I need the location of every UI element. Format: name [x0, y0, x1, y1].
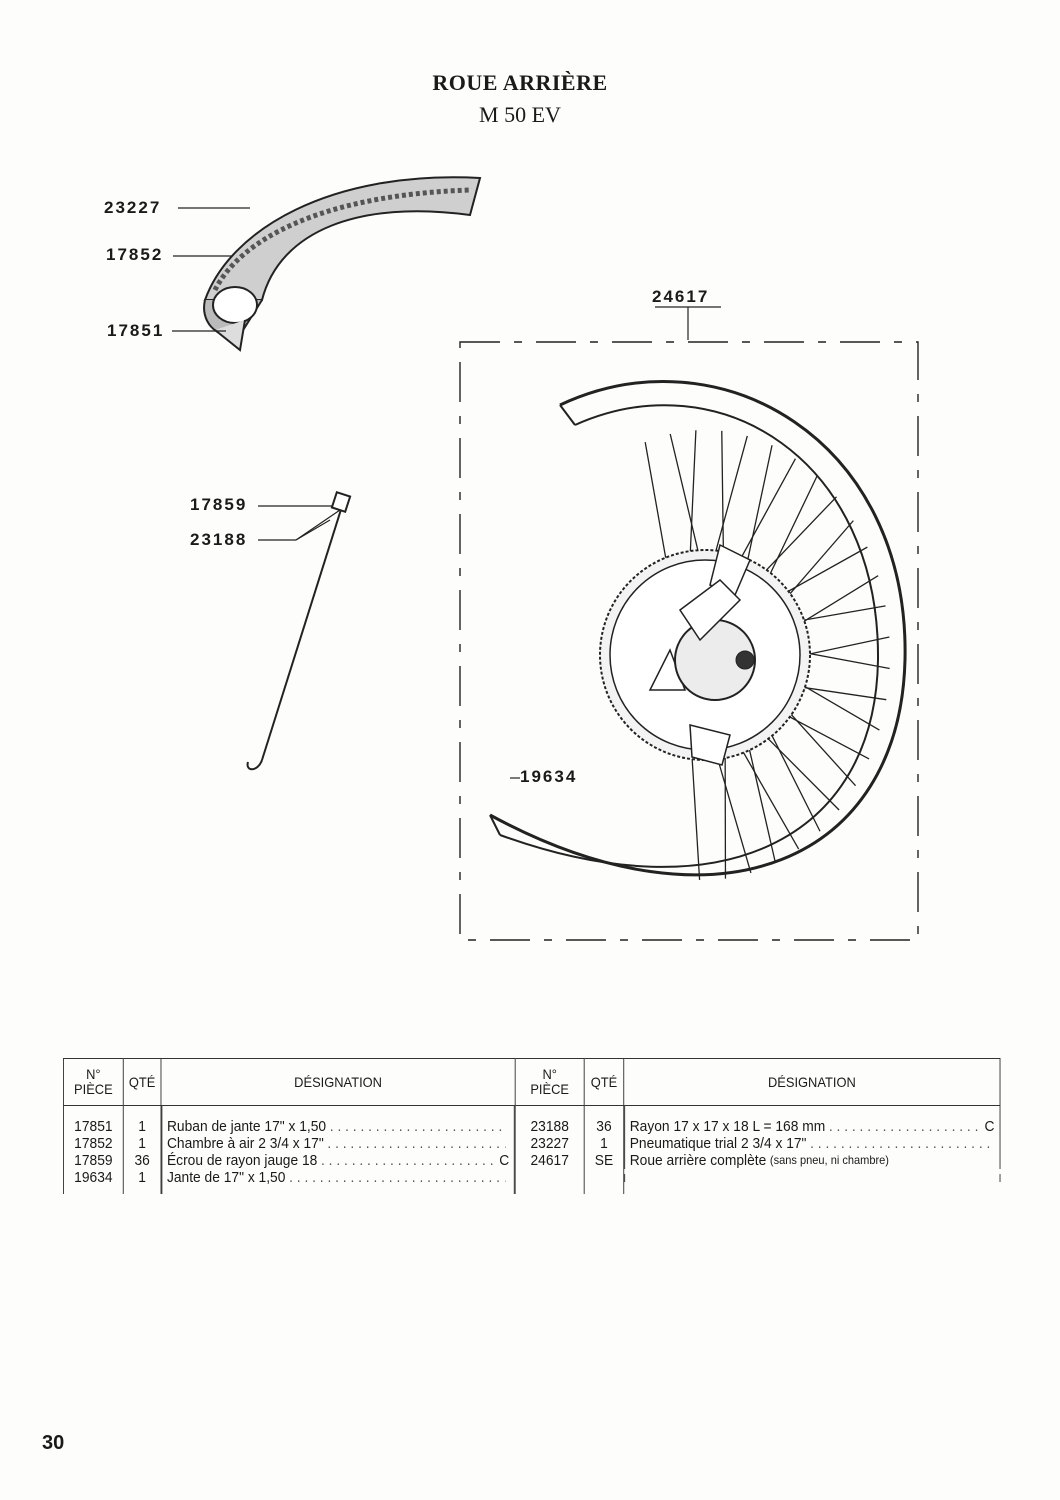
- callout-23227: 23227: [104, 198, 162, 217]
- spoke-illustration: [246, 490, 352, 771]
- quantity: [583, 1169, 625, 1194]
- header-designation: DÉSIGNATION: [623, 1058, 1001, 1106]
- leader-dots: . . . . . . . . . . . . . . . . . . . . …: [289, 1169, 506, 1186]
- header-qte: QTÉ: [583, 1058, 625, 1106]
- part-number: 17851: [62, 1105, 124, 1135]
- header-piece: PIÈCE: [530, 1081, 569, 1097]
- designation-text: Jante de 17" x 1,50: [166, 1169, 286, 1186]
- model-subtitle: M 50 EV: [479, 102, 561, 127]
- designation: [624, 1174, 1001, 1182]
- part-number: 24617: [514, 1152, 585, 1169]
- designation-text: Roue arrière complète: [629, 1152, 767, 1169]
- leader-dots: . . . . . . . . . . . . . . . . . . . . …: [329, 1118, 506, 1135]
- designation: Chambre à air 2 3/4 x 17". . . . . . . .…: [161, 1135, 515, 1152]
- designation-text: Chambre à air 2 3/4 x 17": [166, 1135, 324, 1152]
- part-number: 23188: [514, 1105, 585, 1135]
- designation-text: Rayon 17 x 17 x 18 L = 168 mm: [629, 1118, 826, 1135]
- quantity: SE: [583, 1152, 625, 1169]
- designation: Pneumatique trial 2 3/4 x 17". . . . . .…: [624, 1135, 1001, 1152]
- quantity: 1: [583, 1135, 625, 1152]
- table-header: N°PIÈCE QTÉ DÉSIGNATION N°PIÈCE QTÉ DÉSI…: [62, 1058, 1001, 1106]
- callout-23188: 23188: [190, 530, 248, 549]
- quantity: 1: [122, 1135, 162, 1152]
- part-number: [514, 1169, 585, 1194]
- part-number: 17859: [62, 1152, 124, 1169]
- leader-dots: . . . . . . . . . . . . . . . . . . . . …: [810, 1135, 991, 1152]
- callout-19634: 19634: [520, 767, 578, 786]
- leader-dots: . . . . . . . . . . . . . . . . . . . . …: [321, 1152, 496, 1169]
- wheel-illustration: [489, 380, 907, 880]
- part-number: 17852: [62, 1135, 124, 1152]
- leader-dots: . . . . . . . . . . . . . . . . . . . . …: [327, 1135, 505, 1152]
- callout-17851: 17851: [107, 321, 165, 340]
- header-piece: PIÈCE: [74, 1081, 113, 1097]
- quantity: 1: [122, 1169, 162, 1194]
- parts-table: N°PIÈCE QTÉ DÉSIGNATION N°PIÈCE QTÉ DÉSI…: [62, 1058, 1001, 1194]
- leader-lines: [172, 207, 721, 779]
- page-number: 30: [42, 1432, 65, 1454]
- page-title: ROUE ARRIÈRE: [432, 70, 608, 95]
- designation: Ruban de jante 17" x 1,50. . . . . . . .…: [161, 1106, 515, 1135]
- quantity: 36: [583, 1105, 625, 1135]
- code-text: C: [499, 1152, 510, 1169]
- designation: Écrou de rayon jauge 18. . . . . . . . .…: [161, 1152, 515, 1169]
- designation: Roue arrière complète(sans pneu, ni cham…: [624, 1152, 1001, 1169]
- header-no: N°: [542, 1066, 557, 1082]
- header-designation: DÉSIGNATION: [160, 1058, 516, 1106]
- assembly-frame: [459, 341, 919, 941]
- part-number: 19634: [62, 1169, 124, 1194]
- header-qte: QTÉ: [122, 1058, 162, 1106]
- designation: Rayon 17 x 17 x 18 L = 168 mm. . . . . .…: [624, 1106, 1001, 1135]
- designation-text: Ruban de jante 17" x 1,50: [166, 1118, 327, 1135]
- tire-illustration: [203, 176, 482, 352]
- designation: Jante de 17" x 1,50. . . . . . . . . . .…: [161, 1169, 515, 1194]
- exploded-diagram: [172, 176, 919, 941]
- header-no: N°: [86, 1066, 101, 1082]
- callout-24617: 24617: [652, 287, 710, 306]
- designation-text: Pneumatique trial 2 3/4 x 17": [629, 1135, 807, 1152]
- designation-text: Écrou de rayon jauge 18: [166, 1152, 318, 1169]
- leader-dots: . . . . . . . . . . . . . . . . . . . . …: [828, 1118, 981, 1135]
- quantity: 36: [122, 1152, 162, 1169]
- part-number: 23227: [514, 1135, 585, 1152]
- callout-17852: 17852: [106, 245, 164, 264]
- callout-17859: 17859: [190, 495, 248, 514]
- quantity: 1: [122, 1105, 162, 1135]
- designation-note: (sans pneu, ni chambre): [769, 1153, 889, 1167]
- code-text: C: [984, 1118, 995, 1135]
